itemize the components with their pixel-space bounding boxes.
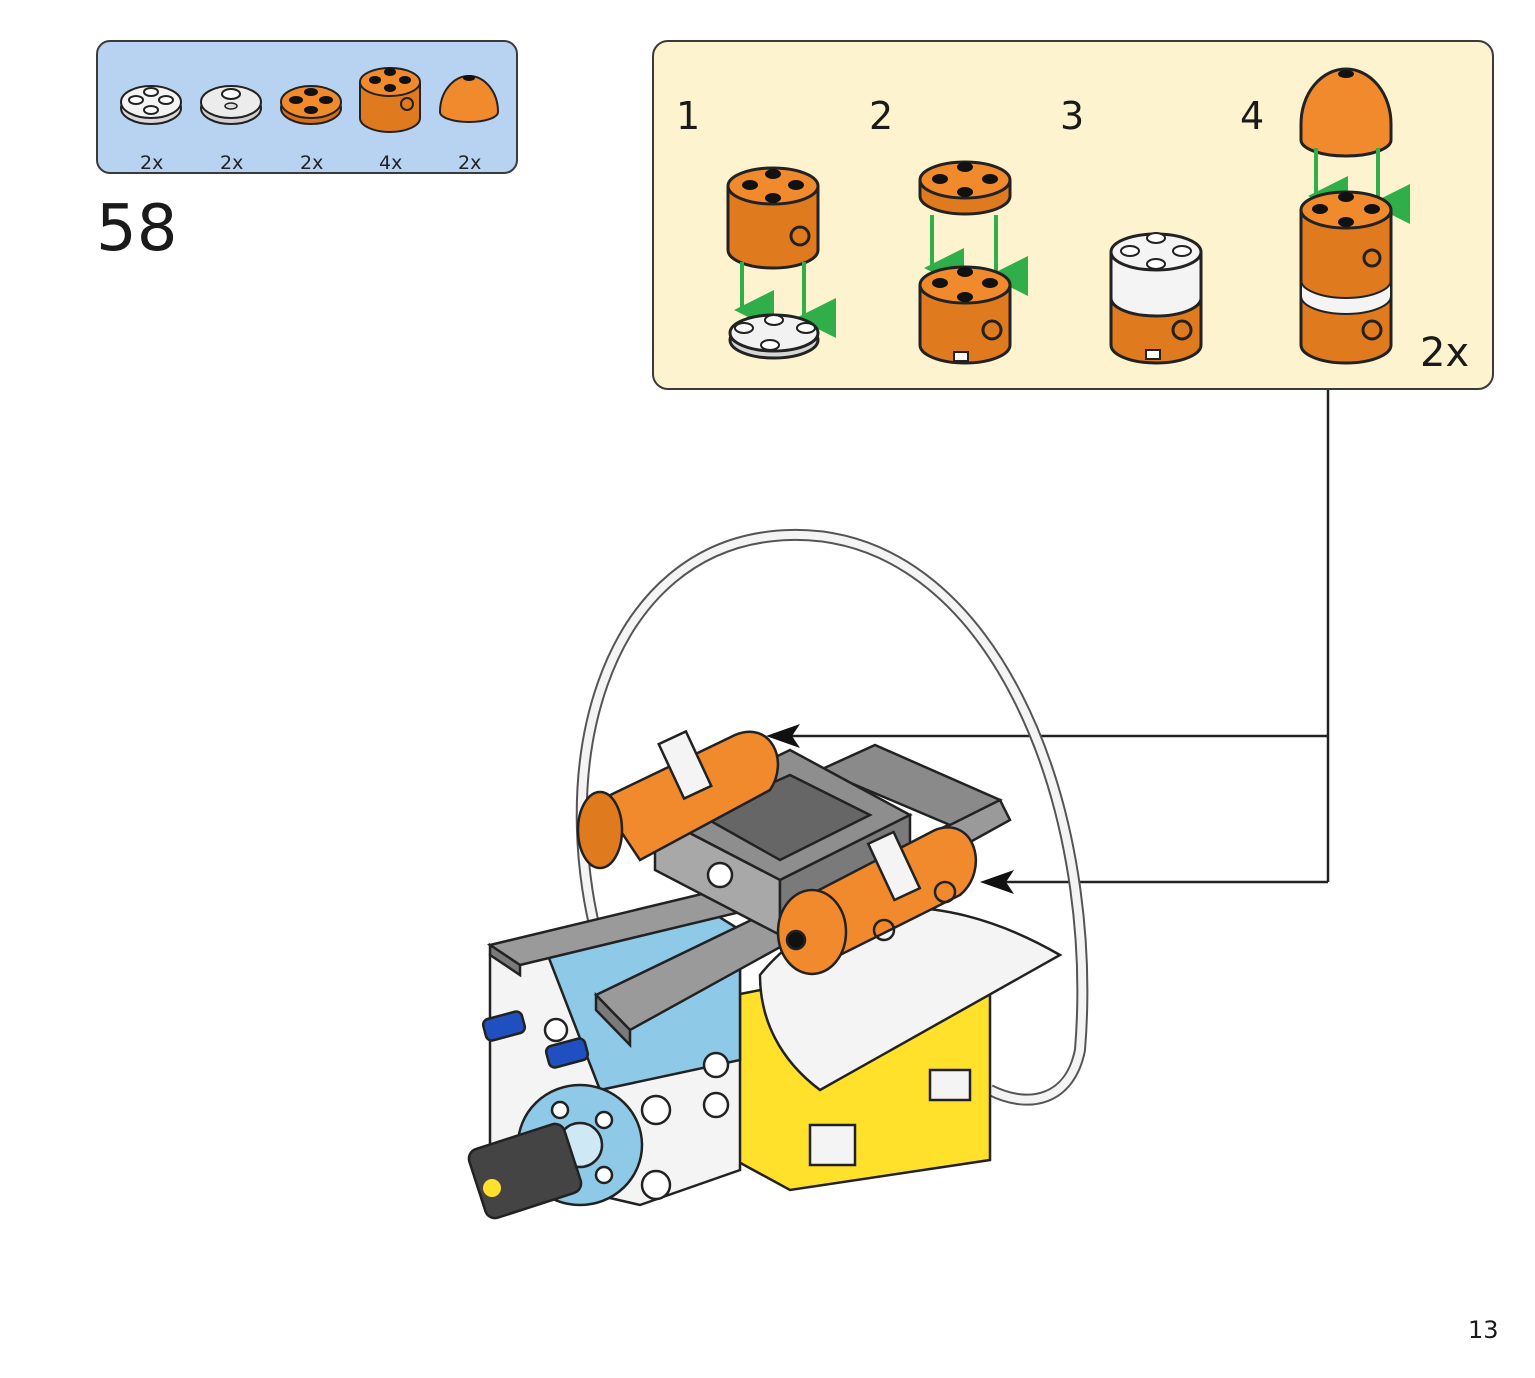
substep-4-illustration (1299, 67, 1410, 365)
part-qty: 2x (458, 152, 482, 174)
sub-step-label: 3 (1060, 94, 1085, 138)
sub-step-label: 1 (676, 94, 701, 138)
placement-arrow (980, 870, 1014, 894)
part-white-round-plate: 2x (198, 60, 268, 174)
substep-1-illustration (726, 166, 836, 360)
part-orange-dome: 2x (436, 60, 506, 174)
part-orange-round-plate: 2x (278, 60, 348, 174)
part-qty: 2x (220, 152, 244, 174)
sub-assembly-multiplier: 2x (1420, 330, 1470, 376)
parts-callout: 2x 2x 2x 4x (96, 40, 518, 174)
sub-step-label: 4 (1240, 94, 1265, 138)
sub-step-label: 2 (869, 94, 894, 138)
substep-3-illustration (1109, 232, 1203, 365)
white-plate-icon (120, 85, 182, 125)
step-number: 58 (96, 192, 178, 266)
orange-dome-icon (438, 75, 500, 123)
main-model-illustration (467, 528, 1089, 1220)
substep-2-illustration (918, 160, 1028, 365)
part-orange-round-brick: 4x (357, 60, 427, 174)
orange-brick-icon (359, 67, 421, 133)
part-qty: 2x (300, 152, 324, 174)
part-qty: 4x (379, 152, 403, 174)
page-number: 13 (1468, 1316, 1499, 1344)
part-white-round-plate-studs: 2x (118, 60, 188, 174)
placement-arrow (766, 724, 800, 748)
part-qty: 2x (140, 152, 164, 174)
white-plate-icon (200, 85, 262, 125)
orange-plate-icon (280, 85, 342, 125)
callout-connector (790, 390, 1330, 884)
